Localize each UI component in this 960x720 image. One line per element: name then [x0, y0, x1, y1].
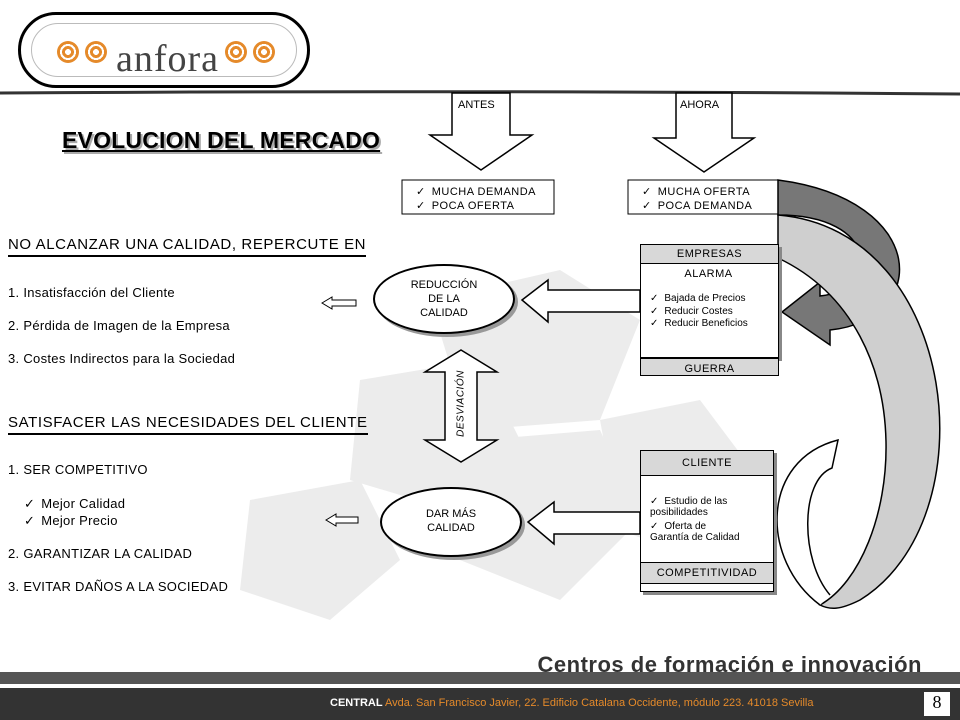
empresas-footer: GUERRA: [640, 358, 779, 376]
ahora-item: POCA DEMANDA: [642, 200, 752, 212]
empresas-item: Bajada de Precios: [650, 293, 745, 305]
section1-item: 2. Pérdida de Imagen de la Empresa: [8, 318, 230, 333]
curved-arrow-outline: [776, 438, 839, 606]
section2-item: 3. EVITAR DAÑOS A LA SOCIEDAD: [8, 579, 229, 594]
spiral-icon: [253, 41, 275, 63]
ellipse-line: CALIDAD: [420, 307, 468, 319]
empresas-item: Reducir Beneficios: [650, 318, 747, 330]
footer-central-label: CENTRAL: [330, 697, 383, 709]
spiral-icon: [57, 41, 79, 63]
curved-arrow-light: [777, 214, 941, 610]
footer-bar: [0, 688, 960, 720]
ellipse-line: REDUCCIÓN: [410, 279, 478, 291]
spiral-icon: [85, 41, 107, 63]
ahora-arrow: [651, 92, 757, 173]
empresas-header: EMPRESAS: [640, 244, 779, 264]
page-number: 8: [924, 692, 950, 716]
ahora-label: AHORA: [680, 99, 720, 111]
section1-item: 3. Costes Indirectos para la Sociedad: [8, 351, 236, 366]
antes-arrow: [427, 92, 535, 171]
section1-heading: NO ALCANZAR UNA CALIDAD, REPERCUTE EN: [8, 236, 367, 257]
anfora-logo: anfora: [18, 12, 310, 88]
empresas-sub: ALARMA: [684, 268, 733, 280]
cliente-item: Estudio de las posibilidades: [650, 496, 762, 518]
ahora-item: MUCHA OFERTA: [642, 186, 750, 198]
footer-address: CENTRAL Avda. San Francisco Javier, 22. …: [330, 697, 813, 709]
section2-item: 2. GARANTIZAR LA CALIDAD: [8, 546, 193, 561]
section2-heading: SATISFACER LAS NECESIDADES DEL CLIENTE: [8, 414, 368, 435]
small-arrow-1: [321, 296, 357, 310]
cliente-item: Oferta de Garantía de Calidad: [650, 521, 740, 543]
antes-item: MUCHA DEMANDA: [416, 186, 536, 198]
arrow-to-dar-mas: [526, 500, 641, 546]
spiral-icon: [225, 41, 247, 63]
ellipse-line: DE LA: [428, 293, 460, 305]
section2-item: 1. SER COMPETITIVO: [8, 462, 148, 477]
ellipse-line: CALIDAD: [427, 522, 475, 534]
antes-item: POCA OFERTA: [416, 200, 514, 212]
small-arrow-2: [325, 513, 359, 527]
arrow-to-reduccion: [520, 278, 641, 324]
desviacion-label: DESVIACIÓN: [455, 370, 467, 437]
cliente-footer: COMPETITIVIDAD: [640, 562, 774, 584]
reduccion-ellipse: REDUCCIÓN DE LA CALIDAD: [373, 264, 515, 334]
page-title: EVOLUCION DEL MERCADO: [62, 127, 381, 153]
antes-label: ANTES: [458, 99, 495, 111]
logo-brand: anfora: [116, 38, 220, 80]
header-swoosh: [0, 90, 960, 96]
ellipse-line: DAR MÁS: [425, 508, 477, 520]
desviacion-double-arrow: [422, 349, 500, 463]
footer-address-text: Avda. San Francisco Javier, 22. Edificio…: [385, 697, 814, 709]
cliente-header: CLIENTE: [640, 450, 774, 476]
dar-mas-ellipse: DAR MÁS CALIDAD: [380, 487, 522, 557]
empresas-item: Reducir Costes: [650, 306, 732, 318]
footer-stripe: [0, 672, 960, 684]
section1-item: 1. Insatisfacción del Cliente: [8, 285, 175, 300]
section2-check: Mejor Precio: [24, 513, 118, 529]
section2-check: Mejor Calidad: [24, 496, 125, 512]
